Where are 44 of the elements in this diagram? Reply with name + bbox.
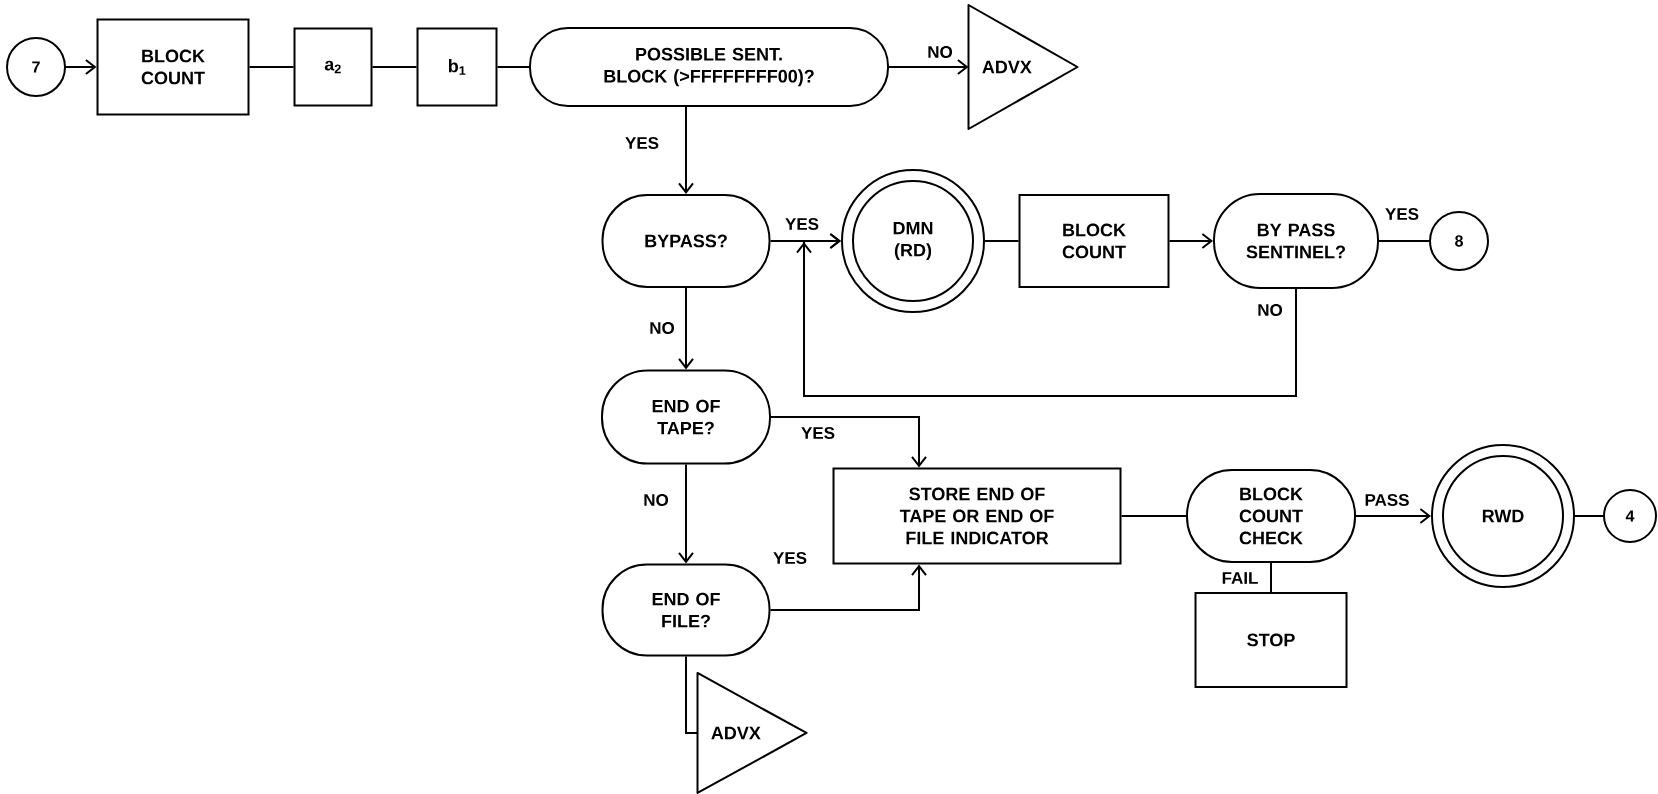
edge-label: YES: [800, 426, 836, 440]
rounded-box: END OF TAPE?: [601, 369, 771, 465]
process-box: STOP: [1194, 592, 1348, 688]
rounded-box: END OF FILE?: [601, 563, 771, 657]
triangle: ADVX: [696, 672, 808, 794]
arrow: [796, 233, 1297, 397]
edge-label: YES: [784, 217, 820, 231]
edge-label: NO: [926, 45, 954, 59]
rounded-box: BYPASS?: [601, 194, 771, 288]
connector-line: [685, 655, 699, 734]
connector-line: [1120, 515, 1187, 517]
edge-label: YES: [624, 136, 660, 150]
arrow: [678, 106, 694, 194]
connector-line: [1574, 515, 1604, 517]
rounded-box: BY PASS SENTINEL?: [1213, 193, 1379, 289]
arrow: [1355, 508, 1431, 524]
connector-line: [371, 66, 418, 68]
edge-label: NO: [642, 492, 670, 507]
edge-label: YES: [1384, 207, 1420, 221]
arrow: [678, 287, 694, 370]
arrow: [770, 416, 927, 468]
edge-label: YES: [772, 551, 808, 565]
edge-label: NO: [648, 321, 676, 335]
connector-line: [496, 66, 530, 68]
connector-line: [1378, 240, 1430, 242]
connector-line: [1270, 562, 1272, 593]
rounded-box: BLOCK COUNT CHECK: [1186, 469, 1356, 563]
connector-line: [984, 240, 1020, 242]
triangle: ADVX: [967, 4, 1079, 130]
edge-label: NO: [1256, 303, 1284, 317]
arrow: [678, 463, 694, 564]
arrow: [769, 564, 927, 611]
arrow: [888, 59, 969, 75]
edge-label: PASS: [1363, 492, 1411, 507]
process-box: STORE END OF TAPE OR END OF FILE INDICATOR: [832, 467, 1122, 565]
process-box: BLOCK COUNT: [96, 18, 250, 116]
connector-line: [248, 66, 295, 68]
edge-label: FAIL: [1220, 571, 1260, 585]
arrow: [65, 59, 97, 75]
arrow: [1168, 233, 1213, 249]
process-box: b$_{1}$: [416, 27, 498, 107]
process-box: a$_{2}$: [293, 27, 373, 107]
process-box: BLOCK COUNT: [1018, 194, 1170, 288]
rounded-box: POSSIBLE SENT. BLOCK (>FFFFFFFF00)?: [529, 27, 889, 107]
